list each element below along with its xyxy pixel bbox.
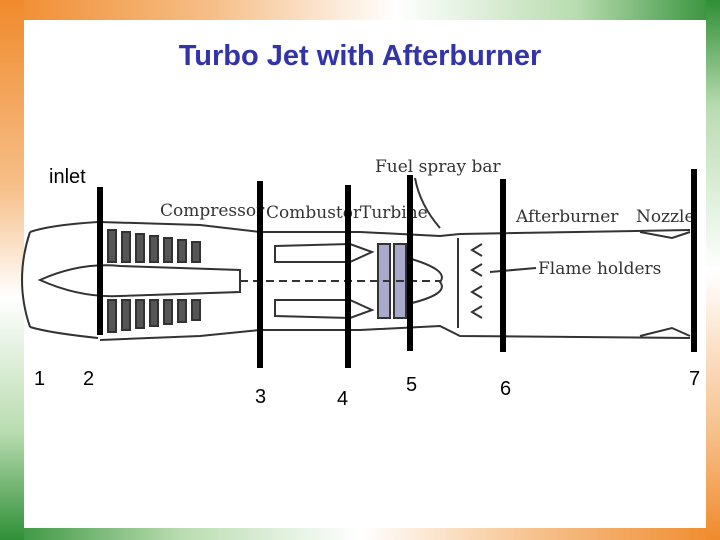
label-flame-holders: Flame holders (538, 259, 661, 279)
inlet-upper-lip (29, 221, 99, 233)
frame-top-border (0, 0, 720, 20)
frame-right-border (706, 0, 720, 540)
combustor-can-top (274, 242, 375, 263)
casing-top (99, 221, 691, 238)
compressor-blades-top (107, 229, 201, 263)
station-line-3 (257, 181, 263, 368)
station-line-4 (345, 185, 351, 368)
label-fuel-spray-bar: Fuel spray bar (375, 157, 502, 177)
label-nozzle: Nozzle (636, 207, 695, 227)
station-line-5 (407, 175, 413, 351)
frame-bottom-border (0, 528, 720, 540)
station-line-6 (500, 179, 506, 352)
station-number-5: 5 (406, 374, 418, 396)
compressor-blades-bottom (107, 299, 201, 333)
station-line-7 (691, 169, 697, 352)
station-number-1: 1 (34, 368, 46, 390)
station-lines (97, 169, 697, 368)
slide-title: Turbo Jet with Afterburner (178, 40, 542, 72)
casing-bottom (99, 324, 691, 341)
slide-canvas (24, 20, 706, 528)
label-inlet: inlet (49, 166, 86, 188)
label-afterburner: Afterburner (515, 207, 619, 227)
station-number-4: 4 (337, 388, 349, 410)
combustor-can-bottom (274, 299, 375, 320)
frame-left-border (0, 0, 24, 540)
station-number-7: 7 (689, 368, 701, 390)
inlet-lower-lip (29, 326, 99, 339)
station-number-3: 3 (255, 386, 267, 408)
nozzle-flap-top (639, 231, 691, 240)
nozzle-flap-bottom (639, 326, 691, 337)
label-compressor: Compressor (160, 201, 265, 221)
station-number-6: 6 (500, 378, 512, 400)
station-number-2: 2 (83, 368, 95, 390)
label-combustor: Combustor (266, 203, 362, 223)
inlet-front-arc (21, 231, 31, 328)
station-line-2 (97, 187, 103, 335)
fuel-spray-bar-pointer (414, 177, 441, 229)
flame-holders-pointer (489, 267, 537, 273)
nose-cone (37, 264, 241, 298)
label-turbine: Turbine (360, 203, 428, 223)
flame-holders (470, 243, 483, 319)
engine-sketch (21, 177, 691, 341)
